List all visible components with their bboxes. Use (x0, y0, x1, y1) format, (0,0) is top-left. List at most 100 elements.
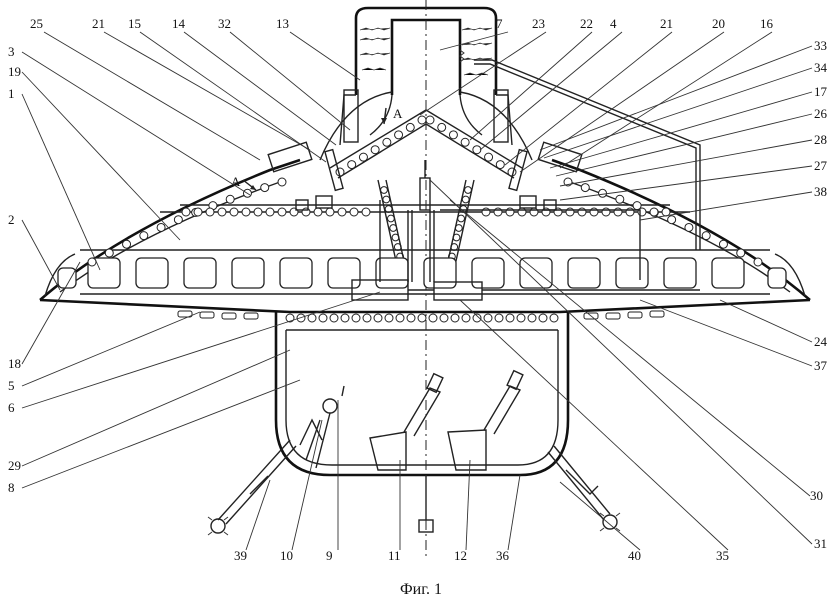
part-label-11: 11 (388, 548, 401, 563)
cell (229, 207, 239, 217)
cell (589, 207, 599, 217)
leader-lines (21, 31, 813, 551)
part-label-5: 5 (8, 378, 15, 393)
part-label-26: 26 (814, 106, 828, 121)
leader-line (639, 191, 813, 221)
window (87, 257, 121, 289)
part-label-35: 35 (716, 548, 729, 563)
window (231, 257, 265, 289)
cell (361, 207, 371, 217)
leader-line (21, 51, 251, 196)
cell (549, 313, 559, 323)
cell (472, 313, 482, 323)
part-label-1: 1 (8, 86, 15, 101)
leader-line (103, 31, 311, 151)
disc-windows (57, 257, 787, 289)
cell (289, 207, 299, 217)
window (519, 257, 553, 289)
cell (701, 231, 711, 241)
leader-line (479, 31, 623, 151)
leader-line (543, 67, 813, 159)
leader-line (21, 261, 81, 365)
part-label-38: 38 (814, 184, 827, 199)
part-label-18: 18 (8, 356, 21, 371)
leader-line (21, 379, 301, 489)
part-label-8: 8 (8, 480, 15, 495)
part-label-22: 22 (580, 16, 593, 31)
cell (373, 313, 383, 323)
cell (613, 207, 623, 217)
leader-line (429, 179, 813, 545)
cell (277, 207, 287, 217)
cell (736, 248, 746, 258)
cell (382, 195, 391, 204)
part-label-32: 32 (218, 16, 231, 31)
seat-2 (447, 369, 524, 471)
part-label-2: 2 (8, 212, 15, 227)
leader-line (719, 299, 813, 343)
cell (484, 152, 494, 162)
leader-line (519, 31, 725, 173)
part-label-25: 25 (30, 16, 43, 31)
part-label-29: 29 (8, 458, 21, 473)
leader-line (289, 31, 361, 81)
window (567, 257, 601, 289)
cell (483, 313, 493, 323)
upper-cells (87, 177, 763, 267)
leader-line (21, 291, 381, 409)
cell (494, 313, 504, 323)
cell (217, 207, 227, 217)
cabin (274, 312, 570, 533)
cell (460, 137, 470, 147)
cell (517, 207, 527, 217)
cell (181, 207, 191, 217)
cell (313, 207, 323, 217)
cell (598, 188, 608, 198)
piping (351, 59, 701, 301)
slot (605, 312, 621, 320)
leader-line (459, 299, 729, 551)
part-label-4: 4 (610, 16, 617, 31)
cell (347, 160, 357, 170)
window (183, 257, 217, 289)
cell (684, 222, 694, 232)
part-label-36: 36 (496, 548, 510, 563)
part-label-21: 21 (660, 16, 673, 31)
window (423, 257, 457, 289)
cell (337, 207, 347, 217)
cell (384, 313, 394, 323)
cell (505, 313, 515, 323)
leader-line (559, 481, 641, 551)
leader-line (549, 91, 813, 169)
window (615, 257, 649, 289)
part-label-9: 9 (326, 548, 333, 563)
part-label-27: 27 (814, 158, 828, 173)
part-label-37: 37 (814, 358, 828, 373)
cell (260, 183, 270, 193)
seat-1 (369, 372, 444, 471)
cell (667, 215, 677, 225)
window (471, 257, 505, 289)
leader-line (465, 459, 471, 551)
cell (349, 207, 359, 217)
cell (527, 313, 537, 323)
cell (395, 313, 405, 323)
cell (329, 313, 339, 323)
leader-line (449, 199, 811, 497)
cell (358, 152, 368, 162)
control-stick (299, 385, 345, 469)
cell (394, 130, 404, 140)
cell (370, 145, 380, 155)
part-label-39: 39 (234, 548, 247, 563)
leader-line (245, 479, 271, 551)
cell (461, 195, 470, 204)
leader-line (291, 419, 323, 551)
part-label-20: 20 (712, 16, 725, 31)
cell (493, 207, 503, 217)
leader-line (639, 299, 813, 367)
leader-line (43, 31, 261, 161)
lower-slots (177, 310, 665, 320)
cell (241, 207, 251, 217)
cell (580, 183, 590, 193)
